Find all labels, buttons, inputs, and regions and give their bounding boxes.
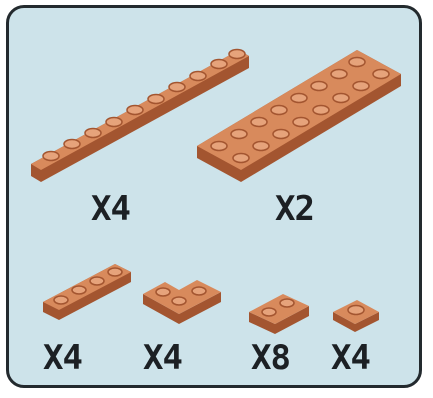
plate-corner-2x2-quantity: X4 — [143, 341, 182, 375]
plate-1x4-image — [39, 260, 139, 330]
plate-1x1-image — [327, 292, 387, 337]
plate-corner-2x2-image — [139, 274, 229, 334]
plate-2x8-image — [189, 46, 414, 196]
plate-1x2-image — [245, 282, 315, 337]
plate-1x1-quantity: X4 — [331, 341, 370, 375]
plate-1x2-quantity: X8 — [251, 341, 290, 375]
plate-1x4-quantity: X4 — [43, 341, 82, 375]
parts-inventory-panel: X4 X2 — [6, 5, 422, 388]
plate-2x8-quantity: X2 — [275, 192, 314, 226]
plate-1x10-quantity: X4 — [91, 192, 130, 226]
